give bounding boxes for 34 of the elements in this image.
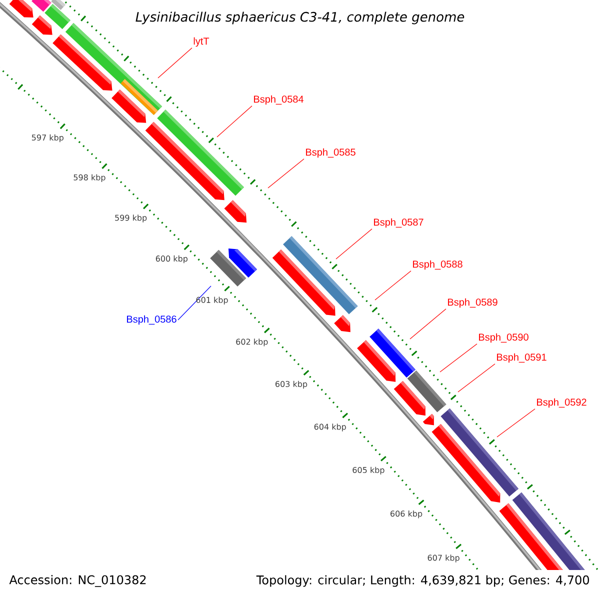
scale-label: 598 kbp	[74, 174, 106, 182]
leader-line	[268, 158, 304, 188]
leader-line	[496, 408, 536, 438]
gene-label: Bsph_0590	[479, 333, 528, 343]
leader-line	[410, 308, 446, 340]
scale-label: 607 kbp	[428, 554, 460, 562]
leader-line	[216, 106, 252, 138]
scale-label: 602 kbp	[236, 338, 268, 346]
scale-label: 604 kbp	[314, 424, 346, 432]
gene-label: Bsph_0589	[448, 298, 498, 308]
scale-label: 605 kbp	[352, 466, 384, 475]
leader-line	[458, 364, 496, 392]
scale-label: 600 kbp	[156, 255, 188, 264]
gene-label: Bsph_0592	[537, 398, 586, 408]
leader-line	[374, 270, 412, 300]
scale-label: 599 kbp	[115, 214, 147, 222]
leader-line	[336, 228, 372, 260]
leader-line	[178, 286, 212, 320]
leader-line	[440, 344, 478, 372]
leader-line	[158, 48, 192, 78]
gene-label: Bsph_0588	[413, 260, 462, 270]
gene-label: lytT	[194, 37, 210, 47]
scale-label: 606 kbp	[390, 510, 422, 518]
gene-label: Bsph_0585	[306, 148, 356, 158]
scale-label: 597 kbp	[32, 134, 64, 142]
gene-label: Bsph_0586	[127, 315, 176, 325]
scale-label: 603 kbp	[276, 380, 308, 389]
title: Lysinibacillus sphaericus C3-41, complete genome	[136, 12, 464, 24]
scale-label: 601 kbp	[196, 296, 228, 304]
gene-label: Bsph_0584	[254, 95, 304, 105]
gene-label: Bsph_0591	[497, 353, 546, 363]
footer-text: Topology: circular; Length: 4,639,821 bp; Genes: 4,700	[256, 575, 590, 587]
footer-text: Accession: NC_010382	[9, 575, 146, 587]
gene-label: Bsph_0587	[374, 218, 424, 228]
